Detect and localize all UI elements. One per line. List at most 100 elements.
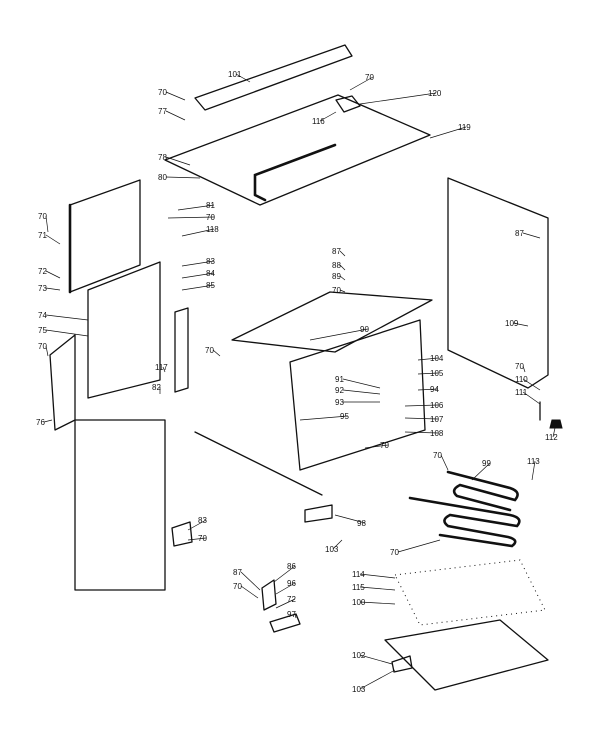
front-body-panel	[74, 419, 166, 591]
inner-top-panel	[231, 291, 433, 353]
part-number-label: 86	[287, 562, 296, 571]
part-number-label: 114	[352, 570, 365, 579]
part-number-label: 96	[287, 579, 296, 588]
leader-line	[522, 391, 541, 405]
part-number-label: 97	[287, 610, 296, 619]
part-number-label: 111	[515, 388, 528, 397]
part-number-label: 118	[206, 225, 219, 234]
part-number-label: 70	[206, 213, 215, 222]
part-number-label: 87	[233, 568, 242, 577]
leader-line	[440, 454, 449, 471]
part-number-label: 70	[380, 441, 389, 450]
leader-line	[273, 565, 296, 583]
part-number-label: 72	[287, 595, 296, 604]
leader-line	[417, 372, 439, 375]
part-number-label: 70	[205, 346, 214, 355]
leader-line	[235, 73, 251, 83]
part-number-label: 112	[545, 433, 558, 442]
leader-line	[45, 234, 61, 245]
bottom-drip-panel	[384, 619, 549, 691]
vent-bracket	[335, 95, 361, 113]
leader-line	[359, 654, 393, 665]
part-number-label: 72	[38, 267, 47, 276]
leader-line	[522, 232, 541, 239]
leader-line	[339, 264, 346, 271]
bake-element	[408, 496, 521, 548]
leader-line	[275, 582, 296, 595]
part-number-label: 102	[352, 651, 366, 660]
leader-line	[187, 537, 207, 541]
part-number-label: 117	[155, 363, 168, 372]
leader-line	[45, 287, 61, 291]
part-number-label: 83	[198, 516, 207, 525]
part-number-label: 85	[206, 281, 215, 290]
oven-liner	[289, 319, 426, 471]
part-number-label: 89	[332, 272, 341, 281]
left-side-trim	[49, 334, 76, 431]
leader-line	[522, 365, 526, 373]
part-number-label: 71	[38, 231, 47, 240]
part-number-label: 105	[430, 369, 444, 378]
bottom-clip	[391, 655, 413, 673]
leader-line	[512, 322, 529, 327]
part-number-label: 88	[332, 261, 341, 270]
left-side-wall	[87, 261, 161, 399]
part-number-label: 90	[360, 325, 369, 334]
hinge-part-86	[261, 579, 277, 611]
part-number-label: 107	[430, 415, 444, 424]
part-number-label: 70	[433, 451, 442, 460]
leveling-foot-112	[549, 419, 563, 429]
part-number-label: 116	[312, 117, 325, 126]
center-divider-strip	[174, 307, 189, 393]
top-vent-rail	[194, 44, 353, 111]
leader-line	[294, 613, 297, 619]
leader-line	[212, 349, 221, 357]
leader-line	[240, 571, 261, 591]
leader-line	[429, 126, 467, 139]
leader-line	[417, 388, 439, 391]
leader-line	[342, 378, 381, 389]
part-number-label: 73	[38, 284, 47, 293]
part-number-label: 75	[38, 326, 47, 335]
leader-line	[299, 415, 349, 421]
leader-line	[359, 586, 396, 591]
part-number-label: 78	[158, 153, 167, 162]
bottom-rod	[194, 431, 323, 496]
leader-line	[404, 417, 439, 420]
part-number-label: 101	[228, 70, 242, 79]
leader-line	[165, 110, 186, 121]
part-number-label: 106	[430, 401, 444, 410]
part-number-label: 99	[482, 459, 491, 468]
leader-line	[417, 357, 439, 361]
leader-line	[240, 585, 259, 599]
leader-line	[364, 444, 389, 449]
broil-element	[446, 470, 519, 512]
part-number-label: 70	[515, 362, 524, 371]
leader-line	[334, 514, 366, 524]
leader-line	[342, 389, 381, 395]
leader-line	[181, 272, 215, 279]
part-number-label: 91	[335, 375, 344, 384]
part-number-label: 70	[332, 286, 341, 295]
leader-line	[181, 228, 215, 237]
leader-line	[359, 573, 396, 579]
part-number-label: 87	[515, 229, 524, 238]
part-number-label: 92	[335, 386, 344, 395]
part-number-label: 70	[365, 73, 374, 82]
part-number-label: 70	[38, 212, 47, 221]
part-number-label: 93	[335, 398, 344, 407]
part-number-label: 103	[352, 685, 366, 694]
part-number-label: 83	[206, 257, 215, 266]
oven-rack	[394, 559, 546, 626]
leader-line	[319, 111, 337, 122]
leader-line	[177, 204, 215, 211]
part-number-label: 74	[38, 311, 47, 320]
leader-line	[43, 419, 53, 423]
part-number-label: 80	[158, 173, 167, 182]
part-number-label: 120	[428, 89, 442, 98]
leader-line	[339, 250, 346, 257]
leader-line	[45, 215, 49, 233]
leader-line	[332, 539, 343, 550]
